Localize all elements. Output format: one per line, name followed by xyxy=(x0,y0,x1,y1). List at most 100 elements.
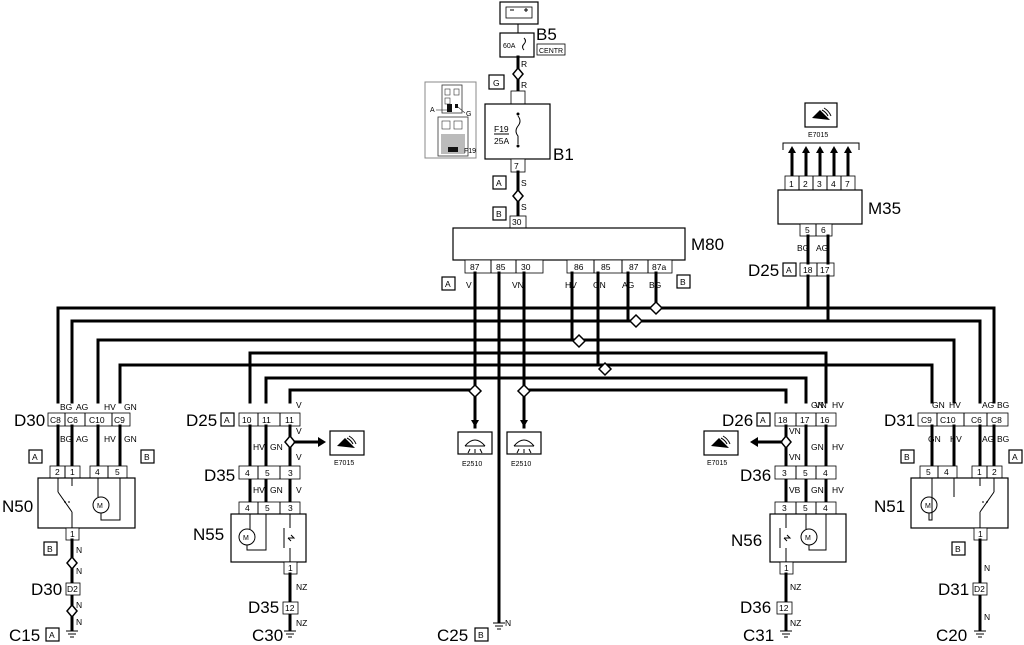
pin-label: 5 xyxy=(805,225,810,235)
wire-label: BG xyxy=(60,402,72,412)
svg-text:M: M xyxy=(925,503,931,510)
motor-n51 xyxy=(910,477,1009,529)
pin-label: C8 xyxy=(50,415,61,425)
wire-label: HV xyxy=(950,434,962,444)
relay-m80: M80 87 85 30 86 85 87 87a xyxy=(452,227,724,274)
device-code: E2510 xyxy=(462,461,482,468)
wire-label: GN xyxy=(124,434,137,444)
inset-label: G xyxy=(466,111,471,118)
b1-code: B1 xyxy=(553,145,574,164)
wire-label: HV xyxy=(253,485,265,495)
connector-tag: B xyxy=(47,544,53,554)
pin-label: 17 xyxy=(820,265,830,275)
pin-label: 12 xyxy=(779,603,789,613)
lamp-e2510-right: E2510 xyxy=(506,420,542,468)
pin-label: 4 xyxy=(823,468,828,478)
n56-code: N56 xyxy=(731,531,762,550)
fuse-b1-rating: 25A xyxy=(494,136,509,146)
connector-tag: B xyxy=(144,452,150,462)
left-switch-group: D25 A 10 11 11 V HV GN V V E7015 D35 4 5… xyxy=(186,400,365,645)
fuse-b1-name: F19 xyxy=(494,124,509,134)
pin-label: 3 xyxy=(288,468,293,478)
splice-code: D35 xyxy=(248,598,279,617)
wire-harness xyxy=(56,234,996,624)
connector-tag: A xyxy=(760,415,766,425)
pin-label: 1 xyxy=(978,529,983,539)
pin-label: 3 xyxy=(288,503,293,513)
connector-code: D25 xyxy=(748,261,779,280)
wire-label: S xyxy=(521,178,527,188)
connector-code: D26 xyxy=(722,411,753,430)
pin-label: 5 xyxy=(265,468,270,478)
wire-label: GN xyxy=(811,400,824,410)
splice-code: D30 xyxy=(31,580,62,599)
pin-label: 87 xyxy=(470,262,480,272)
wire-label: BG xyxy=(997,400,1009,410)
pin-label: 4 xyxy=(944,467,949,477)
pin-label: 10 xyxy=(242,415,252,425)
connector-code: D30 xyxy=(14,411,45,430)
pin-label: 3 xyxy=(782,468,787,478)
pin-label: 18 xyxy=(803,265,813,275)
pin-label: 4 xyxy=(245,468,250,478)
pin-label: 4 xyxy=(823,503,828,513)
ground-symbol xyxy=(493,622,505,630)
wire-label: N xyxy=(505,618,511,628)
ground-symbol xyxy=(780,630,792,638)
pin-label: 4 xyxy=(95,467,100,477)
wire-label: V xyxy=(296,426,302,436)
splice-code: D36 xyxy=(740,598,771,617)
device-code: E2510 xyxy=(511,461,531,468)
pin-label: 4 xyxy=(245,503,250,513)
connector-tag: B xyxy=(478,630,484,640)
n55-code: N55 xyxy=(193,525,224,544)
pin-label: 2 xyxy=(55,467,60,477)
fuse-b5-tag: CENTR xyxy=(539,48,563,55)
connector-code: D36 xyxy=(740,466,771,485)
connector-code: D25 xyxy=(186,411,217,430)
connector-tag: A xyxy=(786,265,792,275)
connector-tag: A xyxy=(224,415,230,425)
device-e7015-top: E7015 xyxy=(804,102,838,139)
connector-tag: A xyxy=(445,279,451,289)
ground-code: C31 xyxy=(743,626,774,645)
wire-label: GN xyxy=(811,442,824,452)
connector-tag: B xyxy=(680,277,686,287)
pin-label: 11 xyxy=(285,415,294,425)
svg-text:M: M xyxy=(243,535,249,542)
wire-label: V xyxy=(296,452,302,462)
wire-label: HV xyxy=(949,400,961,410)
pin-label: C10 xyxy=(89,415,105,425)
pin-label: 1 xyxy=(70,529,75,539)
splice-node xyxy=(571,333,587,349)
pin-label: 7 xyxy=(514,161,519,171)
inset-label: A xyxy=(430,107,435,114)
device-code: E7015 xyxy=(808,132,828,139)
wire-label: GN xyxy=(932,400,945,410)
lamp-e2510-left: E2510 xyxy=(457,420,493,468)
right-motor-group: GN HV AG BG D31 C9 C10 C6 C8 GN HV AG BG… xyxy=(874,400,1023,645)
pin-label: 85 xyxy=(496,262,506,272)
wire-label: HV xyxy=(104,402,116,412)
wire-label: N xyxy=(984,612,990,622)
splice-node xyxy=(512,66,524,82)
device-code: E7015 xyxy=(334,460,354,467)
inset-label: F19 xyxy=(464,148,476,155)
splice-node xyxy=(284,434,296,450)
ground-symbol xyxy=(66,630,78,638)
pin-label: 5 xyxy=(265,503,270,513)
wire-label: NZ xyxy=(296,582,307,592)
splice-node xyxy=(66,555,78,571)
wire-label: VN xyxy=(789,452,801,462)
wire-label: NZ xyxy=(790,618,801,628)
ground-symbol xyxy=(974,630,986,638)
b1-fusebox-inset: A G F19 xyxy=(424,81,477,159)
wire-label: AG xyxy=(76,434,88,444)
wire-label: AG xyxy=(982,400,994,410)
pin-label: C6 xyxy=(67,415,78,425)
pin-label: 2 xyxy=(992,467,997,477)
ground-code: C15 xyxy=(9,626,40,645)
b1-connector-tag: G xyxy=(493,78,500,88)
wire-label: HV xyxy=(104,434,116,444)
